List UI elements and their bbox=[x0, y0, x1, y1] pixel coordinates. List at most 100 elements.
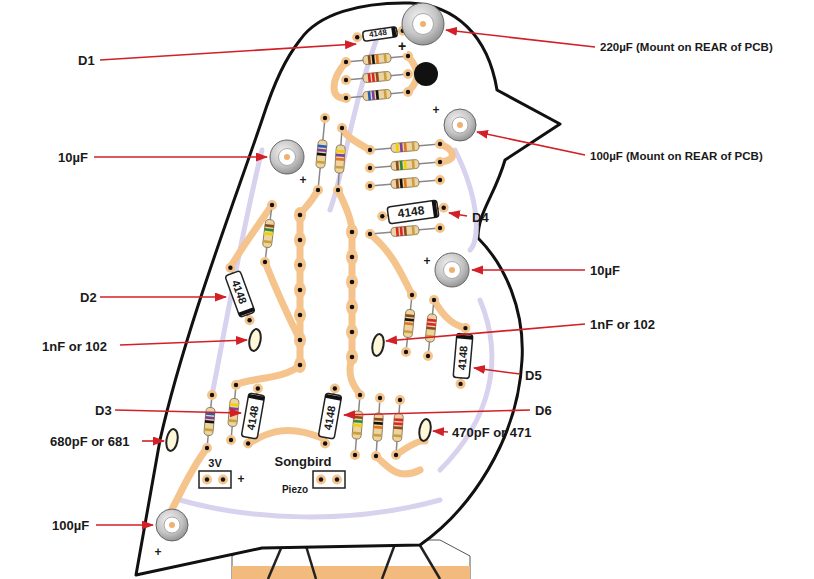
capacitor-can bbox=[444, 109, 476, 141]
solder-pad bbox=[294, 332, 306, 348]
leader-lines bbox=[94, 30, 595, 525]
solder-pad bbox=[294, 357, 306, 373]
leader-arrow bbox=[386, 324, 585, 341]
back-trace bbox=[180, 500, 440, 517]
color-band bbox=[396, 179, 399, 188]
pad-hole bbox=[298, 263, 303, 268]
solder-pad bbox=[435, 175, 445, 185]
pin-header bbox=[199, 471, 231, 488]
color-band bbox=[368, 91, 371, 100]
resistor-case bbox=[403, 309, 415, 338]
solder-pad bbox=[341, 75, 351, 85]
pad-hole bbox=[438, 178, 442, 182]
color-band bbox=[374, 418, 383, 421]
part-marking: 4148 bbox=[397, 204, 425, 220]
pad-hole bbox=[438, 160, 442, 164]
pad-hole bbox=[394, 453, 398, 457]
solder-pad bbox=[346, 349, 358, 365]
capacitor-top bbox=[164, 517, 180, 533]
color-band bbox=[412, 160, 415, 169]
solder-pad bbox=[202, 475, 212, 485]
resistor-symbol bbox=[401, 290, 417, 357]
pad-hole bbox=[316, 188, 320, 192]
cathode-band bbox=[391, 27, 396, 37]
header-outline bbox=[199, 471, 231, 488]
color-band bbox=[316, 161, 325, 164]
capacitor-can bbox=[402, 3, 444, 45]
polarity-mark: + bbox=[431, 104, 440, 116]
part-marking: 4148 bbox=[245, 405, 260, 431]
solder-pad bbox=[260, 257, 270, 267]
copper-trace bbox=[248, 430, 322, 444]
pad-hole bbox=[432, 298, 436, 302]
solder-pad bbox=[231, 380, 241, 390]
color-band bbox=[376, 54, 379, 63]
solder-pad bbox=[435, 223, 445, 233]
pad-hole bbox=[298, 238, 303, 243]
polarity-mark: + bbox=[422, 255, 431, 267]
diode-body bbox=[225, 271, 255, 318]
resistor-case bbox=[391, 225, 420, 236]
callout-label: D3 bbox=[95, 404, 112, 417]
solder-pad bbox=[403, 69, 413, 79]
pad-hole bbox=[210, 393, 214, 397]
resistor-symbol bbox=[350, 390, 365, 460]
capacitor-top bbox=[452, 117, 468, 133]
resistor-case bbox=[391, 159, 420, 170]
electrolytic-capacitor bbox=[402, 3, 444, 45]
cathode-band bbox=[248, 394, 264, 401]
diode-case bbox=[453, 333, 473, 378]
leader-arrow bbox=[449, 213, 467, 216]
pad-hole bbox=[336, 188, 340, 192]
color-band bbox=[384, 90, 387, 99]
pad-hole bbox=[350, 255, 355, 260]
callout-label: D1 bbox=[78, 54, 95, 67]
callout-label: 1nF or 102 bbox=[42, 340, 107, 353]
pad-hole bbox=[350, 280, 355, 285]
resistor-symbol bbox=[260, 200, 277, 267]
color-band bbox=[336, 150, 345, 153]
diode-case bbox=[225, 271, 255, 318]
resistor-symbol bbox=[391, 395, 405, 460]
solder-pad bbox=[435, 139, 445, 149]
front-traces bbox=[172, 56, 465, 509]
part-marking: 4148 bbox=[322, 405, 337, 431]
color-band bbox=[405, 318, 414, 322]
pad-hole bbox=[374, 454, 378, 458]
solder-pad bbox=[225, 263, 235, 273]
solder-pad bbox=[294, 232, 306, 248]
cathode-band bbox=[238, 307, 254, 316]
callout-label: 680pF or 681 bbox=[50, 435, 130, 448]
resistor-body bbox=[316, 140, 328, 169]
diode-symbol bbox=[318, 383, 341, 448]
callout-label: D2 bbox=[80, 291, 97, 304]
callout-label: 220µF (Mount on REAR of PCB) bbox=[600, 42, 773, 54]
color-band bbox=[384, 54, 387, 63]
pad-hole bbox=[350, 230, 355, 235]
capacitor-pad bbox=[169, 522, 175, 528]
back-trace bbox=[455, 150, 476, 250]
polarity-mark: + bbox=[236, 473, 245, 485]
solder-pad bbox=[243, 439, 253, 449]
solder-pad bbox=[341, 93, 351, 103]
solder-pad bbox=[320, 439, 330, 449]
solder-pad bbox=[371, 451, 381, 461]
solder-pad bbox=[294, 307, 306, 323]
pad-hole bbox=[358, 393, 362, 397]
header-outline bbox=[313, 471, 345, 488]
solder-pad bbox=[316, 475, 326, 485]
color-band bbox=[427, 319, 436, 323]
color-band bbox=[230, 403, 239, 406]
leader-arrow bbox=[446, 30, 595, 47]
resistor-symbol bbox=[333, 123, 347, 195]
color-band bbox=[205, 416, 214, 419]
color-band bbox=[376, 90, 379, 99]
color-band bbox=[353, 424, 362, 427]
pad-hole bbox=[368, 184, 372, 188]
solder-pad bbox=[439, 203, 449, 213]
resistor-body bbox=[391, 177, 420, 188]
color-band bbox=[354, 416, 363, 419]
color-band bbox=[229, 407, 238, 410]
capacitor-top bbox=[279, 149, 296, 166]
resistor-symbol bbox=[365, 139, 445, 155]
